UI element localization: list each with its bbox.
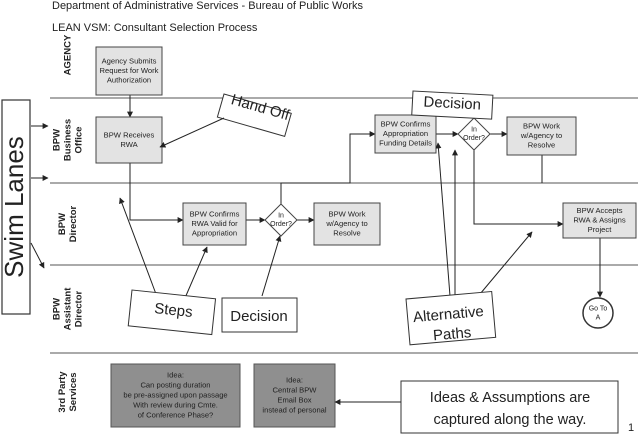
box-text-line: Appropriation — [192, 229, 237, 238]
callout-alternative-paths: Alternative Paths — [405, 290, 497, 346]
box-text-line: Order? — [270, 221, 292, 228]
lane-label-line: 3rd Party — [57, 371, 68, 413]
box-text-line: BPW Work — [523, 122, 560, 131]
box-text-line: In — [278, 213, 284, 220]
box-text-line: BPW Receives — [104, 130, 155, 139]
box-text-line: BPW Accepts — [577, 206, 623, 215]
box-text-line: Request for Work — [100, 66, 159, 75]
box-text-line: w/Agency to — [520, 131, 562, 140]
box-text-line: w/Agency to — [325, 219, 367, 228]
box-text-line: Idea: — [286, 376, 303, 385]
box-text-line: With review during Cmte. — [133, 401, 218, 410]
svg-text:Decision: Decision — [423, 94, 481, 114]
box-text-line: Email Box — [277, 396, 311, 405]
lane-label-line: BPW — [52, 298, 63, 320]
box-text-line: of Conference Phase? — [138, 411, 214, 420]
lane-pointer-arrow — [30, 242, 45, 269]
box-text-line: BPW Confirms — [190, 210, 240, 219]
header-subtitle: LEAN VSM: Consultant Selection Process — [52, 22, 258, 34]
box-text-line: Project — [588, 225, 613, 234]
lane-label-line: Director — [74, 290, 85, 327]
box-text-line: be pre-assigned upon passage — [123, 391, 227, 400]
box-text-line: Can posting duration — [140, 381, 210, 390]
page-number: 1 — [628, 422, 634, 434]
box-text-line: BPW Work — [329, 210, 366, 219]
svg-text:Alternative: Alternative — [412, 303, 484, 326]
hand-off-pointer — [159, 117, 225, 148]
box-text-line: Authorization — [107, 76, 151, 85]
svg-text:Paths: Paths — [432, 324, 472, 344]
lane-label-line: Business — [63, 119, 74, 161]
swim-lanes-label: Swim Lanes — [0, 136, 29, 278]
go-to-a-connector: Go To A — [582, 297, 614, 329]
lane-label-line: AGENCY — [63, 34, 74, 75]
header-title: Department of Administrative Services - … — [52, 0, 363, 12]
lane-label-line: Assistant — [63, 287, 74, 331]
box-text-line: Resolve — [333, 229, 360, 238]
svg-text:Ideas & Assumptions are: Ideas & Assumptions are — [430, 390, 590, 406]
callout-ideas-assumptions: Ideas & Assumptions are captured along t… — [400, 380, 619, 434]
box-text-line: RWA — [120, 140, 138, 149]
box-text-line: RWA Valid for — [191, 219, 238, 228]
swim-lanes-label-box: Swim Lanes — [0, 99, 31, 315]
box-text-line: Funding Details — [379, 139, 432, 148]
box-text-line: Order? — [463, 135, 485, 142]
steps-pointers — [119, 197, 282, 299]
lane-label-line: Office — [74, 127, 85, 154]
svg-text:captured along the way.: captured along the way. — [434, 412, 587, 428]
box-text-line: RWA & Assigns — [573, 216, 626, 225]
box-text-line: BPW Confirms — [381, 120, 431, 129]
callout-decision-bottom: Decision — [221, 297, 298, 333]
callout-steps: Steps — [127, 289, 217, 336]
box-text-line: Resolve — [528, 141, 555, 150]
flow-connectors — [127, 95, 603, 298]
lane-label-line: BPW — [57, 213, 68, 235]
box-text-line: Central BPW — [273, 386, 318, 395]
lane-label-line: BPW — [52, 129, 63, 151]
callout-decision-top: Decision — [411, 90, 494, 120]
box-text-line: Agency Submits — [102, 57, 157, 66]
lane-label-agency: AGENCY — [63, 34, 74, 75]
lane-label-line: Services — [68, 372, 79, 411]
svg-text:Decision: Decision — [230, 308, 288, 325]
svg-text:Steps: Steps — [154, 300, 194, 321]
box-text-line: Appropriation — [383, 129, 428, 138]
box-text-line: In — [471, 127, 477, 134]
box-text-line: A — [596, 314, 601, 321]
lane-label-line: Director — [68, 205, 79, 242]
alt-paths-pointers — [435, 142, 533, 301]
box-text-line: Idea: — [167, 371, 184, 380]
box-text-line: instead of personal — [262, 406, 326, 415]
box-text-line: Go To — [589, 305, 608, 312]
